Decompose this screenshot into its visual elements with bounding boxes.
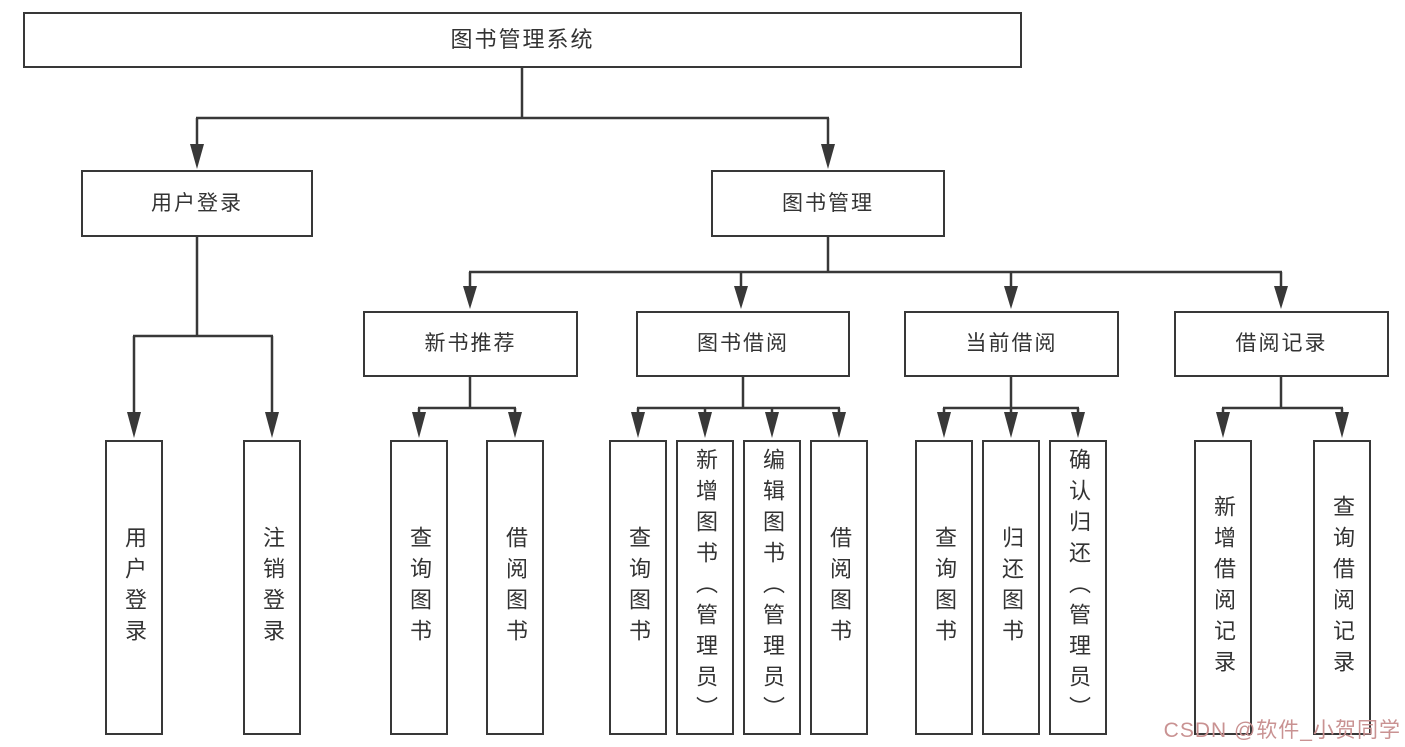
leaf-borrow-book-borrow: 借阅图书 (810, 440, 868, 735)
watermark: CSDN @软件_小贺同学 (1163, 719, 1401, 742)
leaf-return-book: 归还图书 (982, 440, 1040, 735)
edge-book-borrow-children (631, 377, 846, 438)
edge-user-login-children (127, 237, 279, 438)
leaf-query-borrow-record: 查询借阅记录 (1313, 440, 1371, 735)
edge-new-book-children (412, 377, 522, 438)
leaf-borrow-book-newrec: 借阅图书 (486, 440, 544, 735)
edge-root-to-level2 (190, 68, 835, 169)
node-borrow-records: 借阅记录 (1174, 311, 1389, 377)
leaf-query-book-current: 查询图书 (915, 440, 973, 735)
leaf-query-book-borrow: 查询图书 (609, 440, 667, 735)
node-book-borrow: 图书借阅 (636, 311, 850, 377)
node-book-management: 图书管理 (711, 170, 945, 237)
node-user-login: 用户登录 (81, 170, 313, 237)
edge-borrow-records-children (1216, 377, 1349, 438)
edge-book-management-children (463, 237, 1288, 309)
leaf-logout: 注销登录 (243, 440, 301, 735)
edge-current-borrow-children (937, 377, 1085, 438)
leaf-add-borrow-record: 新增借阅记录 (1194, 440, 1252, 735)
node-root: 图书管理系统 (23, 12, 1022, 68)
leaf-query-book-newrec: 查询图书 (390, 440, 448, 735)
node-current-borrow: 当前借阅 (904, 311, 1119, 377)
leaf-confirm-return-admin: 确认归还（管理员） (1049, 440, 1107, 735)
leaf-edit-book-admin: 编辑图书（管理员） (743, 440, 801, 735)
leaf-add-book-admin: 新增图书（管理员） (676, 440, 734, 735)
node-new-book-recommend: 新书推荐 (363, 311, 578, 377)
leaf-user-login: 用户登录 (105, 440, 163, 735)
